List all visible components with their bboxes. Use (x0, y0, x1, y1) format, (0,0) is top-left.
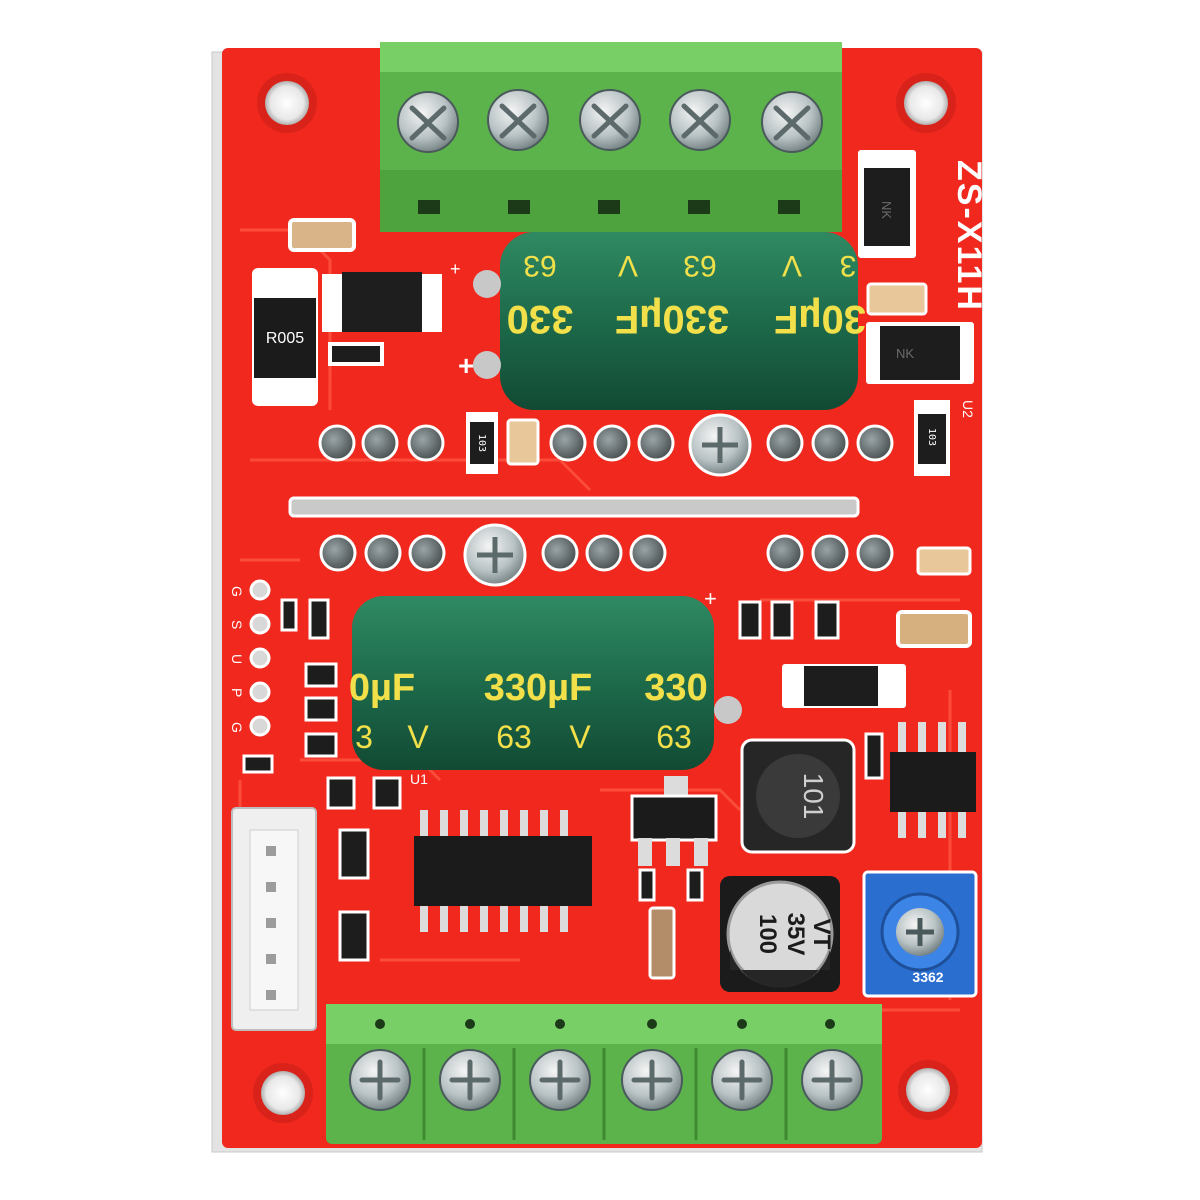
ic-sop16 (414, 810, 592, 932)
shunt-resistor: R005 (252, 268, 318, 406)
svg-text:NK: NK (879, 201, 894, 219)
svg-text:103: 103 (476, 434, 487, 452)
svg-text:3: 3 (355, 719, 373, 755)
capacitor-top: 63 V 63 V 3 330 330µF 30µF (500, 232, 866, 410)
jst-connector (231, 807, 317, 1031)
svg-text:35V: 35V (782, 913, 809, 956)
smd-cap-right-2 (896, 610, 972, 648)
svg-text:63: 63 (656, 719, 692, 755)
ic-soic8 (890, 722, 976, 838)
svg-text:103: 103 (926, 428, 937, 446)
diode-top: NK (858, 150, 916, 258)
capacitor-bottom: 0µF 330µF 330 3 V 63 V 63 (349, 596, 714, 770)
regulator-sot223 (630, 776, 718, 866)
resistor-103-left: 103 (466, 412, 498, 474)
cap-plus-top2: + (450, 259, 461, 279)
svg-text:R005: R005 (266, 330, 304, 347)
svg-text:63: 63 (523, 249, 556, 282)
cap-plus-bottom: + (704, 586, 717, 611)
cap-pad-top-b (473, 351, 501, 379)
svg-text:63: 63 (496, 719, 532, 755)
ref-u1: U1 (410, 771, 428, 787)
svg-text:100: 100 (754, 914, 781, 954)
smd-cap-upper (506, 418, 540, 466)
terminal-block-bottom (326, 1004, 882, 1144)
mounting-holes (253, 73, 958, 1123)
smd-cap-right-1 (916, 546, 972, 576)
svg-text:G: G (229, 722, 245, 733)
smd-cap-top-right (866, 282, 928, 316)
svg-text:330: 330 (644, 667, 707, 709)
svg-text:NK: NK (896, 346, 914, 361)
control-pins: G S U P G (229, 579, 271, 737)
svg-text:330µF: 330µF (484, 667, 593, 709)
mosfet-smd-top (322, 272, 442, 332)
svg-text:0µF: 0µF (349, 667, 415, 709)
svg-text:330µF: 330µF (615, 297, 729, 341)
svg-text:V: V (407, 719, 429, 755)
svg-text:P: P (229, 688, 245, 697)
smd-parts-right (738, 600, 840, 640)
cap-pad-bottom (714, 696, 742, 724)
svg-text:VT: VT (808, 919, 835, 950)
svg-text:3: 3 (840, 249, 857, 282)
diode-mid: NK (866, 322, 974, 384)
svg-text:S: S (229, 620, 245, 629)
cap-pad-top-a (473, 270, 501, 298)
terminal-block-top (380, 42, 842, 232)
svg-text:U: U (229, 654, 245, 664)
svg-text:3362: 3362 (912, 969, 943, 985)
smd-parts-center (326, 776, 704, 962)
cap-plus-top: + (458, 350, 474, 381)
ref-u2: U2 (960, 400, 976, 418)
small-capacitor: VT 35V 100 (720, 876, 840, 992)
diode-lower (782, 664, 906, 708)
mosfet-row-lower (319, 523, 894, 587)
svg-text:V: V (618, 249, 638, 282)
svg-text:V: V (569, 719, 591, 755)
smd-cap-top-left (288, 218, 356, 252)
smd-cap-vertical (648, 906, 676, 980)
svg-text:G: G (229, 586, 245, 597)
smd-part-right-col (864, 732, 884, 780)
resistor-103-right: 103 (914, 400, 950, 476)
mosfet-row-upper (318, 413, 894, 477)
svg-text:330: 330 (507, 297, 574, 341)
svg-text:30µF: 30µF (774, 297, 866, 341)
heatsink-bar (288, 496, 860, 518)
smd-resistor-small (328, 342, 384, 366)
smd-parts-left (242, 598, 338, 774)
inductor: 101 (740, 738, 856, 854)
svg-text:63: 63 (683, 249, 716, 282)
terminal-screws-top (397, 89, 823, 153)
terminal-screws-bottom (349, 1049, 863, 1111)
board-model-label: ZS-X11H (950, 160, 988, 312)
potentiometer: 3362 (862, 870, 978, 998)
svg-text:V: V (782, 249, 802, 282)
svg-text:101: 101 (798, 773, 829, 820)
